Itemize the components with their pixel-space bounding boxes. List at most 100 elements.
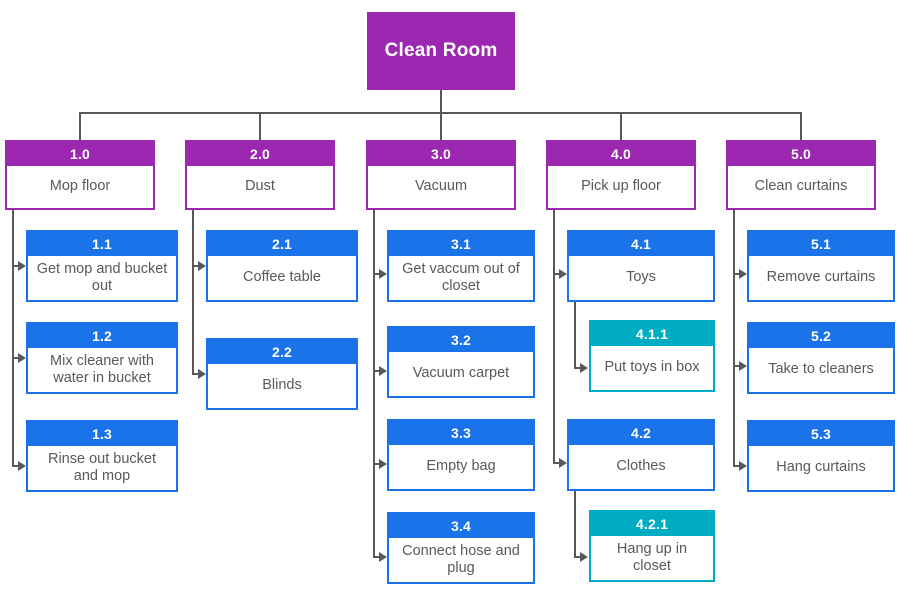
wbs-node-4.0-id: 4.0 bbox=[548, 142, 694, 166]
connector-spine-4 bbox=[553, 210, 555, 462]
connector-stem-5.3 bbox=[733, 465, 742, 467]
wbs-node-1.0[interactable]: 1.0 Mop floor bbox=[5, 140, 155, 210]
wbs-node-5.2-id: 5.2 bbox=[749, 324, 893, 348]
wbs-node-5.0-id: 5.0 bbox=[728, 142, 874, 166]
connector-stem-3.4 bbox=[373, 556, 382, 558]
connector-arrow-1.1 bbox=[18, 261, 26, 271]
wbs-node-4.1.1-id: 4.1.1 bbox=[591, 322, 713, 346]
wbs-node-5.1[interactable]: 5.1 Remove curtains bbox=[747, 230, 895, 302]
wbs-node-1.1-label: Get mop and bucket out bbox=[28, 256, 176, 300]
connector-arrow-3.3 bbox=[379, 459, 387, 469]
connector-stem-1.1 bbox=[12, 265, 21, 267]
wbs-node-3.3-id: 3.3 bbox=[389, 421, 533, 445]
wbs-node-2.1-id: 2.1 bbox=[208, 232, 356, 256]
connector-spine-5 bbox=[733, 210, 735, 466]
connector-arrow-3.2 bbox=[379, 366, 387, 376]
connector-arrow-5.3 bbox=[739, 461, 747, 471]
wbs-node-1.3-label: Rinse out bucket and mop bbox=[28, 446, 176, 490]
wbs-node-1.3[interactable]: 1.3 Rinse out bucket and mop bbox=[26, 420, 178, 492]
connector-stem-1.2 bbox=[12, 357, 21, 359]
wbs-node-4.0[interactable]: 4.0 Pick up floor bbox=[546, 140, 696, 210]
wbs-node-1.1[interactable]: 1.1 Get mop and bucket out bbox=[26, 230, 178, 302]
wbs-node-4.1-label: Toys bbox=[569, 256, 713, 300]
wbs-node-4.1-id: 4.1 bbox=[569, 232, 713, 256]
connector-drop-2 bbox=[259, 112, 261, 140]
wbs-node-3.1[interactable]: 3.1 Get vaccum out of closet bbox=[387, 230, 535, 302]
wbs-node-2.2[interactable]: 2.2 Blinds bbox=[206, 338, 358, 410]
wbs-node-4.2-id: 4.2 bbox=[569, 421, 713, 445]
connector-spine-2 bbox=[192, 210, 194, 374]
connector-stem-1.3 bbox=[12, 465, 21, 467]
connector-drop-1 bbox=[79, 112, 81, 140]
wbs-node-2.1[interactable]: 2.1 Coffee table bbox=[206, 230, 358, 302]
wbs-node-4.1.1[interactable]: 4.1.1 Put toys in box bbox=[589, 320, 715, 392]
wbs-node-2.1-label: Coffee table bbox=[208, 256, 356, 300]
wbs-node-1.3-id: 1.3 bbox=[28, 422, 176, 446]
wbs-node-1.0-label: Mop floor bbox=[7, 166, 153, 208]
connector-stem-3.2 bbox=[373, 370, 382, 372]
connector-stem-3.3 bbox=[373, 463, 382, 465]
wbs-node-4.2[interactable]: 4.2 Clothes bbox=[567, 419, 715, 491]
wbs-node-2.2-label: Blinds bbox=[208, 364, 356, 408]
wbs-node-3.2-label: Vacuum carpet bbox=[389, 352, 533, 396]
wbs-node-4.1[interactable]: 4.1 Toys bbox=[567, 230, 715, 302]
wbs-node-5.2-label: Take to cleaners bbox=[749, 348, 893, 392]
wbs-node-2.0-id: 2.0 bbox=[187, 142, 333, 166]
connector-stem-4.2 bbox=[553, 462, 562, 464]
wbs-node-4.1.1-label: Put toys in box bbox=[591, 346, 713, 390]
wbs-node-3.4[interactable]: 3.4 Connect hose and plug bbox=[387, 512, 535, 584]
wbs-node-3.0-id: 3.0 bbox=[368, 142, 514, 166]
connector-stem-5.1 bbox=[733, 273, 742, 275]
connector-arrow-3.4 bbox=[379, 552, 387, 562]
wbs-node-5.3[interactable]: 5.3 Hang curtains bbox=[747, 420, 895, 492]
wbs-node-5.0[interactable]: 5.0 Clean curtains bbox=[726, 140, 876, 210]
wbs-node-2.0-label: Dust bbox=[187, 166, 333, 208]
wbs-node-3.2[interactable]: 3.2 Vacuum carpet bbox=[387, 326, 535, 398]
connector-stem-4.2.1 bbox=[574, 556, 583, 558]
wbs-node-4.2.1-id: 4.2.1 bbox=[591, 512, 713, 536]
connector-arrow-4.2 bbox=[559, 458, 567, 468]
connector-spine-4.1 bbox=[574, 302, 576, 368]
connector-stem-2.1 bbox=[192, 265, 201, 267]
connector-arrow-5.2 bbox=[739, 361, 747, 371]
wbs-node-5.0-label: Clean curtains bbox=[728, 166, 874, 208]
wbs-node-5.3-id: 5.3 bbox=[749, 422, 893, 446]
wbs-node-2.0[interactable]: 2.0 Dust bbox=[185, 140, 335, 210]
connector-stem-4.1.1 bbox=[574, 367, 583, 369]
wbs-node-1.1-id: 1.1 bbox=[28, 232, 176, 256]
wbs-node-1.2-id: 1.2 bbox=[28, 324, 176, 348]
wbs-node-3.2-id: 3.2 bbox=[389, 328, 533, 352]
wbs-node-5.3-label: Hang curtains bbox=[749, 446, 893, 490]
connector-arrow-1.3 bbox=[18, 461, 26, 471]
connector-drop-5 bbox=[800, 112, 802, 140]
wbs-root-label: Clean Room bbox=[384, 40, 498, 61]
wbs-node-3.3-label: Empty bag bbox=[389, 445, 533, 489]
connector-arrow-4.2.1 bbox=[580, 552, 588, 562]
wbs-node-5.1-id: 5.1 bbox=[749, 232, 893, 256]
connector-stem-3.1 bbox=[373, 273, 382, 275]
wbs-node-root[interactable]: Clean Room bbox=[367, 12, 515, 90]
wbs-node-5.1-label: Remove curtains bbox=[749, 256, 893, 300]
wbs-node-3.4-id: 3.4 bbox=[389, 514, 533, 538]
wbs-node-3.3[interactable]: 3.3 Empty bag bbox=[387, 419, 535, 491]
connector-spine-4.2 bbox=[574, 491, 576, 557]
connector-arrow-3.1 bbox=[379, 269, 387, 279]
connector-stem-5.2 bbox=[733, 365, 742, 367]
wbs-node-3.4-label: Connect hose and plug bbox=[389, 538, 533, 582]
connector-root-stem bbox=[440, 90, 442, 113]
wbs-node-5.2[interactable]: 5.2 Take to cleaners bbox=[747, 322, 895, 394]
wbs-node-4.2.1[interactable]: 4.2.1 Hang up in closet bbox=[589, 510, 715, 582]
wbs-node-1.2[interactable]: 1.2 Mix cleaner with water in bucket bbox=[26, 322, 178, 394]
wbs-node-1.0-id: 1.0 bbox=[7, 142, 153, 166]
wbs-node-2.2-id: 2.2 bbox=[208, 340, 356, 364]
wbs-node-3.1-label: Get vaccum out of closet bbox=[389, 256, 533, 300]
wbs-node-3.0[interactable]: 3.0 Vacuum bbox=[366, 140, 516, 210]
connector-arrow-5.1 bbox=[739, 269, 747, 279]
connector-arrow-2.2 bbox=[198, 369, 206, 379]
connector-arrow-2.1 bbox=[198, 261, 206, 271]
connector-stem-2.2 bbox=[192, 373, 201, 375]
connector-stem-4.1 bbox=[553, 273, 562, 275]
wbs-node-4.0-label: Pick up floor bbox=[548, 166, 694, 208]
connector-arrow-4.1 bbox=[559, 269, 567, 279]
